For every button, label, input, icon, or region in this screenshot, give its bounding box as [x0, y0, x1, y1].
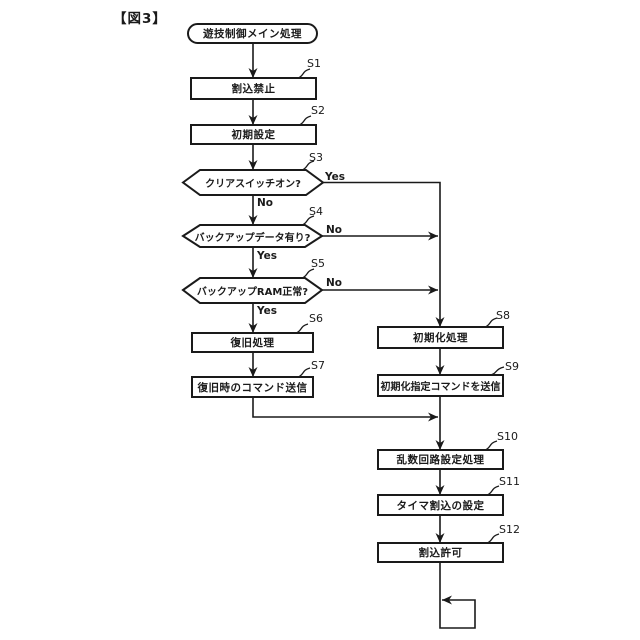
decision-label-s4: バックアップデータ有り? [194, 232, 311, 244]
step-id-s6: S6 [309, 312, 323, 325]
process-label-s7: 復旧時のコマンド送信 [197, 381, 308, 394]
step-id-s2: S2 [311, 104, 325, 117]
step-id-s3: S3 [309, 151, 323, 164]
leader-s7 [297, 367, 311, 378]
process-label-s1: 割込禁止 [231, 83, 276, 95]
step-id-s7: S7 [311, 359, 325, 372]
connector-loop-back [439, 562, 476, 629]
process-box-s10 [377, 449, 504, 470]
branch-label-s5-no: No [326, 277, 343, 289]
step-id-s11: S11 [499, 475, 520, 488]
leader-s2 [298, 115, 312, 126]
branch-label-s3-yes: Yes [325, 171, 346, 183]
step-id-s4: S4 [309, 205, 323, 218]
process-label-s10: 乱数回路設定処理 [396, 454, 485, 466]
process-box-s1 [190, 77, 317, 100]
leader-s6 [295, 323, 309, 334]
branch-label-s4-yes: Yes [257, 250, 278, 262]
step-id-s9: S9 [505, 360, 519, 373]
leader-s12 [486, 533, 500, 544]
process-box-s11 [377, 494, 504, 516]
step-id-s12: S12 [499, 523, 520, 536]
decision-hexagon-s4 [181, 224, 324, 248]
step-id-s10: S10 [497, 430, 518, 443]
step-id-s8: S8 [496, 309, 510, 322]
process-label-s6: 復旧処理 [230, 337, 275, 349]
decision-hexagon-s5 [181, 277, 324, 304]
start-terminal-label: 遊技制御メイン処理 [203, 28, 302, 40]
step-id-s1: S1 [307, 57, 321, 70]
leader-s10 [484, 440, 498, 451]
process-box-s8 [377, 326, 504, 349]
connector-s3-yes-s8 [323, 181, 445, 327]
leader-s11 [486, 485, 500, 496]
leader-s5 [301, 268, 315, 279]
leader-s9 [489, 366, 505, 376]
process-label-s2: 初期設定 [231, 129, 276, 141]
process-label-s12: 割込許可 [418, 547, 463, 559]
branch-label-s4-no: No [326, 224, 343, 236]
process-label-s9: 初期化指定コマンドを送信 [380, 382, 501, 393]
decision-label-s5: バックアップRAM正常? [196, 287, 309, 298]
process-box-s7 [191, 376, 314, 398]
start-terminal-shape [187, 23, 318, 44]
process-label-s8: 初期化処理 [413, 332, 468, 344]
decision-label-s3: クリアスイッチオン? [205, 179, 301, 190]
process-box-s12 [377, 542, 504, 563]
branch-label-s5-yes: Yes [257, 305, 278, 317]
process-label-s11: タイマ割込の設定 [396, 499, 485, 512]
process-box-s6 [191, 332, 314, 353]
process-box-s9 [377, 374, 504, 397]
decision-hexagon-s3 [181, 169, 325, 196]
process-box-s2 [190, 124, 317, 145]
branch-label-s3-no: No [257, 197, 274, 209]
figure-label: 【図3】 [113, 11, 167, 27]
connector-s7-join [252, 397, 438, 422]
step-id-s5: S5 [311, 257, 325, 270]
leader-s1 [297, 68, 311, 79]
